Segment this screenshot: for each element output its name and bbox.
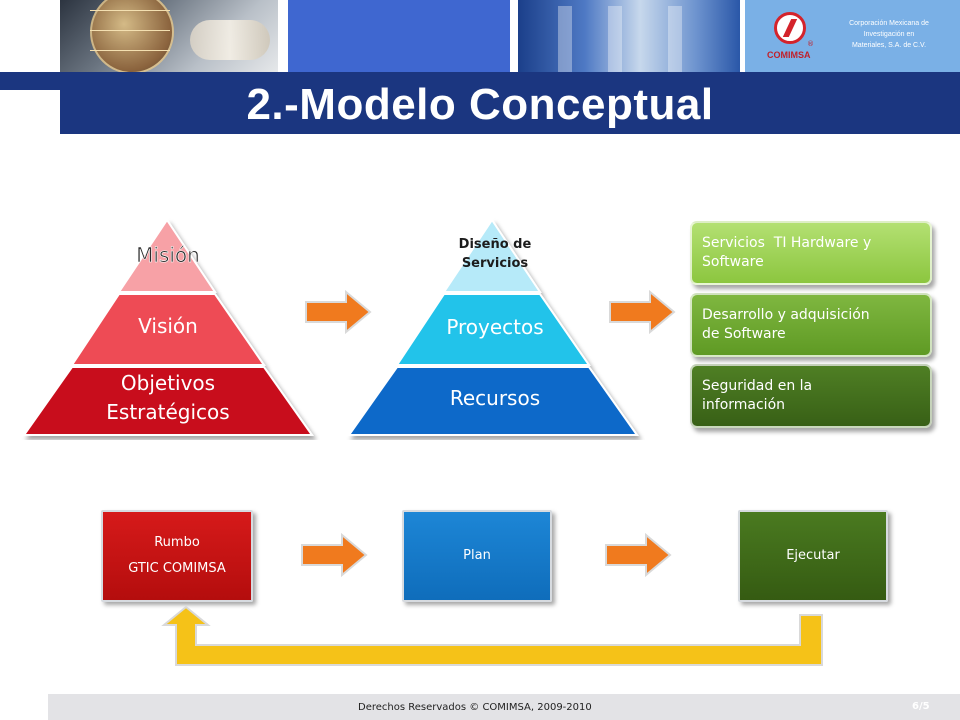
logo-wordmark: COMIMSA xyxy=(767,50,811,60)
header-photo-industry xyxy=(518,0,740,72)
footer-copyright: Derechos Reservados © COMIMSA, 2009-2010 xyxy=(358,702,592,713)
process-box-ejecutar: Ejecutar xyxy=(738,510,888,602)
pyramid-level-vision xyxy=(70,293,266,366)
pyramid-label-recursos: Recursos xyxy=(450,386,540,410)
header-photo-blue xyxy=(288,0,510,72)
logo-registered-mark: ® xyxy=(807,40,814,48)
arrow-right-icon xyxy=(305,290,372,334)
arrow-right-icon xyxy=(609,290,676,334)
pyramid-level-recursos xyxy=(347,366,639,436)
arrow-right-icon xyxy=(301,533,368,577)
arrow-right-icon xyxy=(605,533,672,577)
pyramid-services: Diseño de Servicios Proyectos Recursos xyxy=(347,218,639,436)
pyramid-mission-vision: Misión Visión Objetivos Estratégicos xyxy=(22,218,314,436)
pyramid-level-mision xyxy=(117,218,217,293)
header-photo-globe xyxy=(60,0,278,72)
pyramid-label-mision: Misión xyxy=(136,243,200,267)
pyramid-level-diseno xyxy=(442,218,542,293)
header-logo-area: ® COMIMSA Corporación Mexicana de Invest… xyxy=(745,0,960,72)
title-band xyxy=(60,72,960,134)
pyramid-level-objetivos xyxy=(22,366,314,436)
process-box-rumbo: Rumbo GTIC COMIMSA xyxy=(101,510,253,602)
service-box-seguridad: Seguridad en la información xyxy=(690,364,932,428)
loop-back-arrow-icon xyxy=(161,605,823,666)
pyramid-label-proyectos: Proyectos xyxy=(446,315,543,339)
page-number: 6/5 xyxy=(912,701,930,712)
pyramid-label-objetivos-2: Estratégicos xyxy=(106,400,229,424)
pyramid-level-proyectos xyxy=(395,293,591,366)
pyramid-label-objetivos-1: Objetivos xyxy=(121,371,215,395)
handshake-image xyxy=(190,20,270,60)
globe-image xyxy=(90,0,174,72)
pyramid-label-vision: Visión xyxy=(138,314,198,338)
pyramid-label-diseno-1: Diseño de xyxy=(459,237,532,252)
organization-name: Corporación Mexicana de Investigación en… xyxy=(849,20,929,49)
service-box-hardware-software: Servicios TI Hardware y Software xyxy=(690,221,932,285)
slide-title: 2.-Modelo Conceptual xyxy=(246,80,714,129)
service-box-desarrollo: Desarrollo y adquisición de Software xyxy=(690,293,932,357)
process-box-plan: Plan xyxy=(402,510,552,602)
footer-band xyxy=(48,694,960,720)
pyramid-label-diseno-2: Servicios xyxy=(462,256,529,271)
comimsa-logo-icon xyxy=(774,12,806,44)
